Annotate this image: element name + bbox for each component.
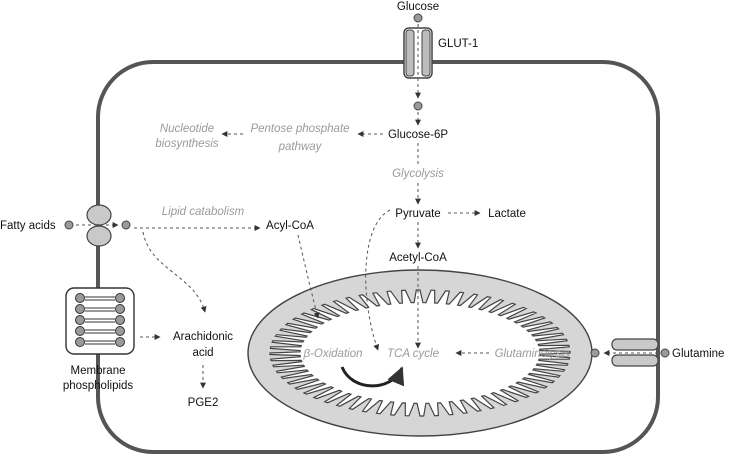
glucose-label: Glucose [397, 1, 439, 13]
pentose-phosphate-label-2: pathway [278, 141, 323, 153]
glutaminolysis-label: Glutaminolysis [495, 348, 570, 360]
cell-membrane [96, 60, 660, 454]
glutamine-label: Glutamine [672, 348, 724, 360]
fatty-acid-transporter [86, 204, 112, 247]
membrane-phospholipids-label-2: phospholipids [63, 380, 134, 392]
glycolysis-label: Glycolysis [392, 168, 444, 180]
arachidonic-acid-label-1: Arachidonic [173, 331, 233, 343]
beta-oxidation-label: β-Oxidation [303, 348, 363, 360]
pyruvate-label: Pyruvate [395, 208, 440, 220]
glucose-6p-label: Glucose-6P [388, 129, 448, 141]
fatty-acid-outside-molecule [64, 220, 74, 230]
pentose-phosphate-label-1: Pentose phosphate [250, 123, 349, 135]
nucleotide-biosynthesis-label-1: Nucleotide [160, 123, 214, 135]
pge2-label: PGE2 [188, 397, 219, 409]
acetyl-coa-label: Acetyl-CoA [389, 252, 447, 264]
fatty-acid-inside-molecule [121, 220, 131, 230]
glucose-inside-molecule [413, 101, 423, 111]
membrane-phospholipids-box [65, 287, 135, 355]
pathway-arrows [76, 24, 658, 389]
membrane-phospholipids-label-1: Membrane [71, 365, 126, 377]
nucleotide-biosynthesis-label-2: biosynthesis [155, 138, 219, 150]
cycle-arrow [340, 366, 405, 388]
glutamine-outside-molecule [660, 348, 670, 358]
mitochondrion [247, 269, 593, 437]
lipid-catabolism-label: Lipid catabolism [162, 206, 245, 218]
glucose-molecule [413, 13, 423, 23]
glutamine-inside-molecule [590, 348, 600, 358]
glut1-label: GLUT-1 [438, 38, 478, 50]
glut1-transporter [403, 27, 433, 79]
acyl-coa-label: Acyl-CoA [266, 220, 314, 232]
fatty-acids-label: Fatty acids [0, 220, 56, 232]
lactate-label: Lactate [488, 208, 526, 220]
tca-cycle-label: TCA cycle [387, 348, 439, 360]
arachidonic-acid-label-2: acid [192, 347, 213, 359]
mitochondrion-cristae [269, 289, 571, 417]
glutamine-transporter [611, 338, 659, 367]
